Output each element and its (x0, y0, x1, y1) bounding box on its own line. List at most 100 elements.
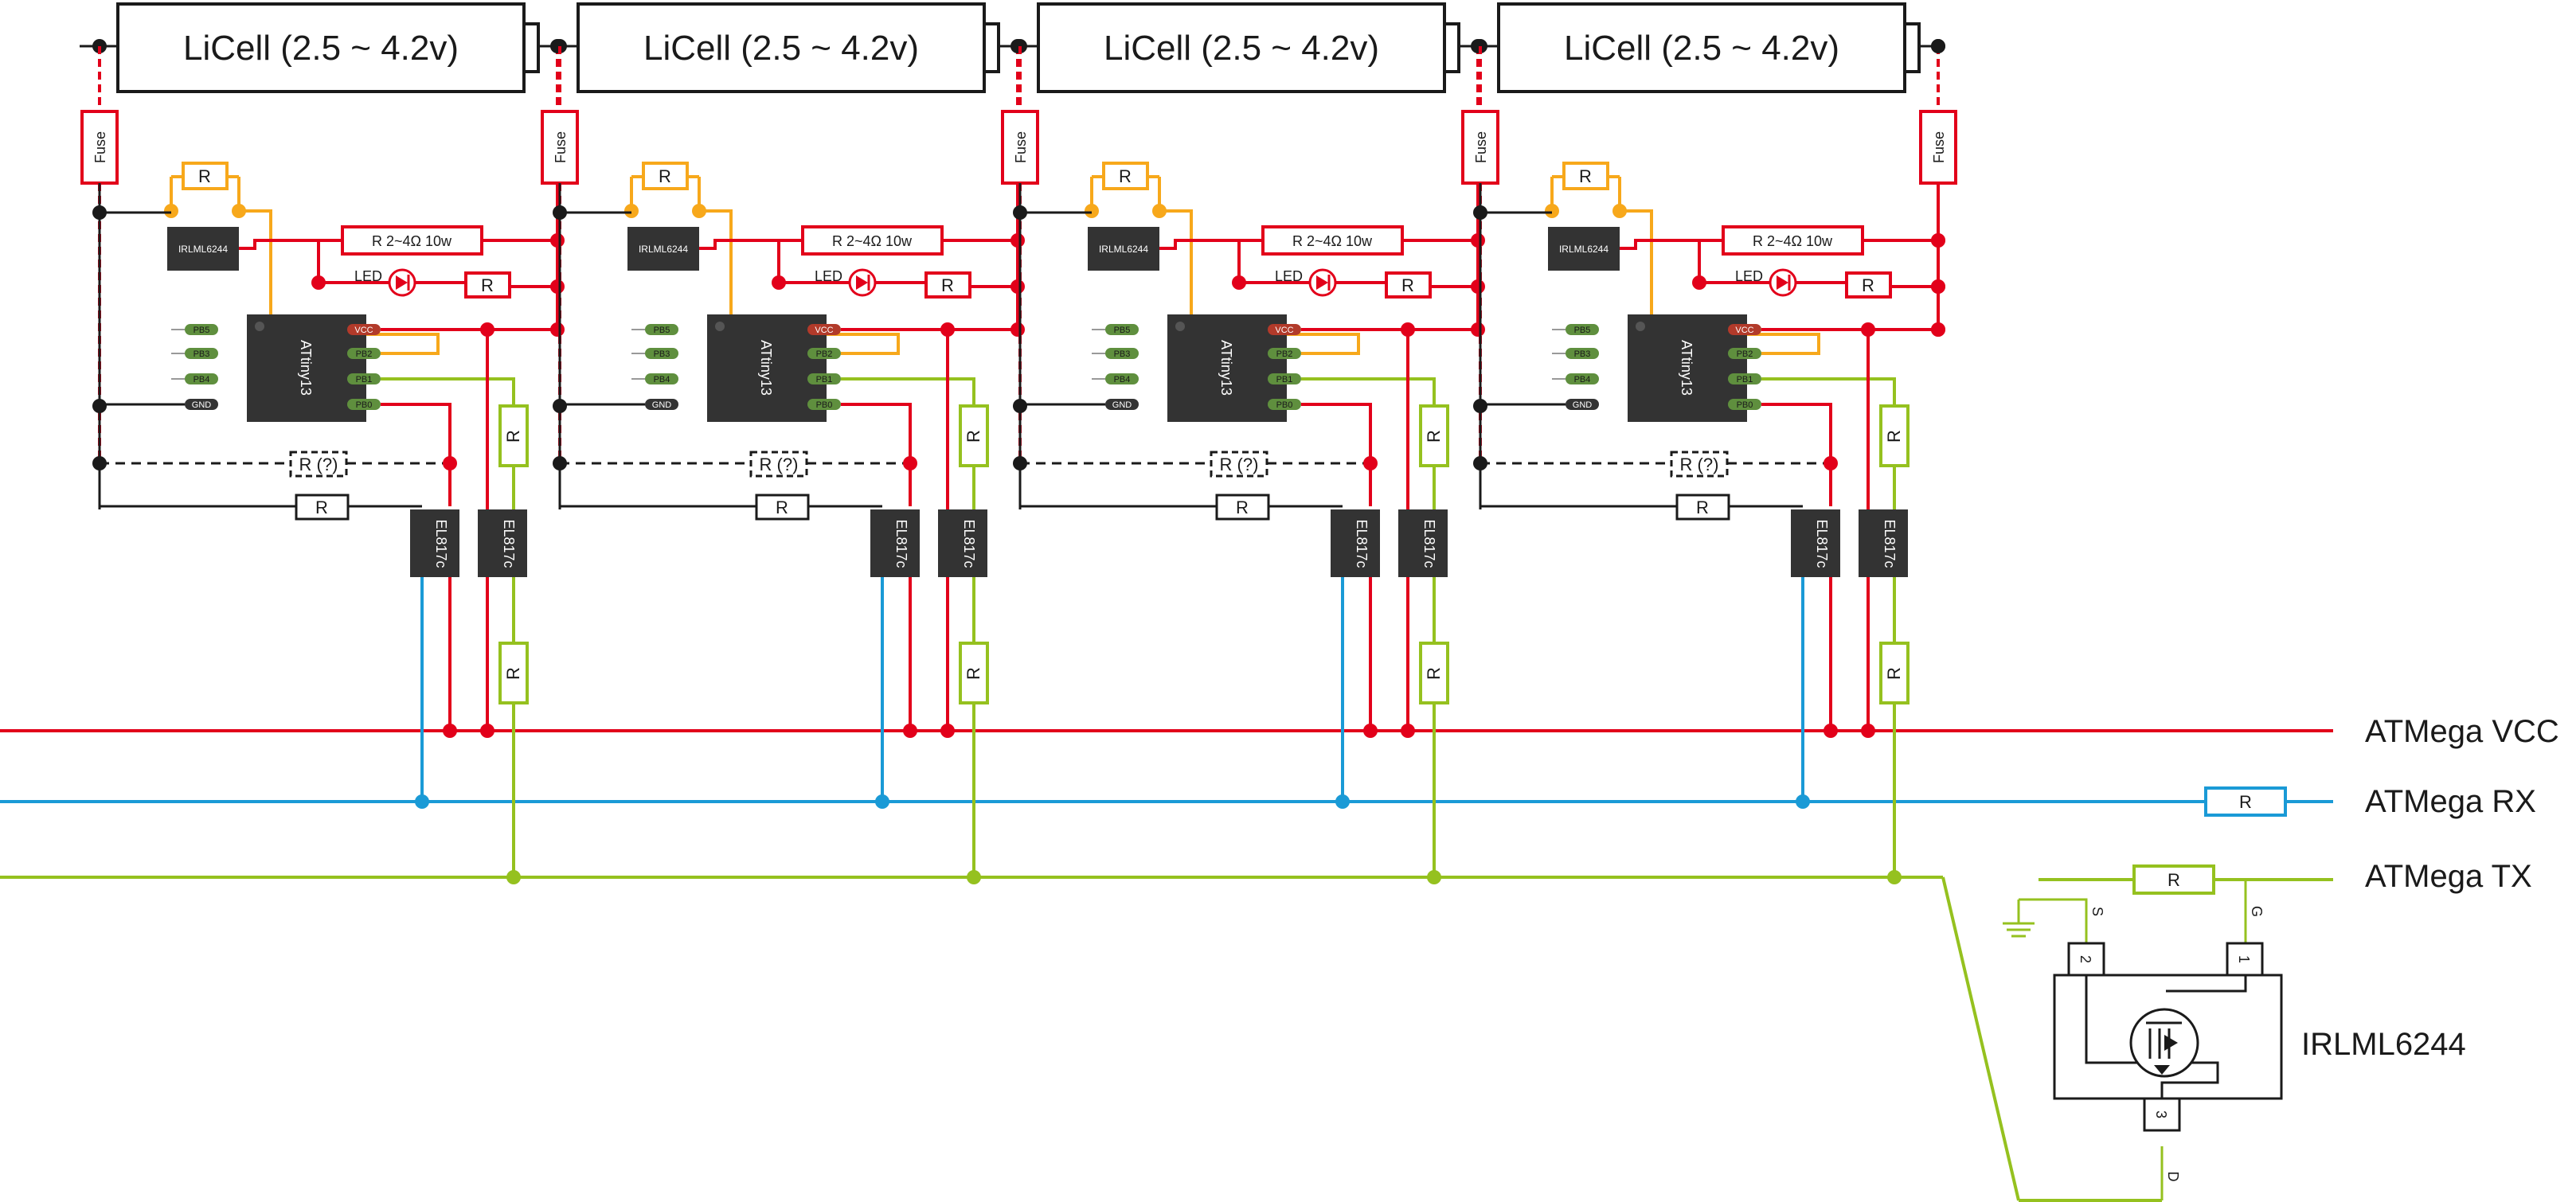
optocoupler-tx-label: EL817c (501, 519, 517, 568)
opto-input-resistor: R (295, 494, 350, 521)
pin-gnd: GND (1112, 400, 1132, 410)
pin-drain-label: D (2165, 1172, 2181, 1182)
fuse-label: Fuse (553, 131, 569, 163)
pin-gnd: GND (652, 400, 672, 410)
pin-pb5: PB5 (1574, 326, 1591, 335)
pin-num-3: 3 (2153, 1110, 2169, 1118)
pin-pb2: PB2 (356, 349, 373, 359)
attiny-left-pins: PB5 PB3 PB4 GND (560, 324, 678, 410)
mosfet-chip: IRLML6244 (627, 227, 699, 271)
led-label: LED (354, 268, 382, 284)
mosfet-chip: IRLML6244 (1088, 227, 1159, 271)
pin-pb5: PB5 (654, 326, 670, 335)
led-resistor: R (1385, 271, 1432, 299)
pin-pb0: PB0 (356, 400, 373, 410)
cell-label: LiCell (2.5 ~ 4.2v) (1564, 29, 1839, 68)
pin-pb3: PB3 (1574, 349, 1591, 359)
cell-stage-1: LiCell (2.5 ~ 4.2v) Fuse R IRLML6 (80, 2, 565, 884)
tx-pullup-resistor: R (498, 404, 529, 467)
led: LED (779, 268, 926, 297)
bus-label-rx: ATMega RX (2365, 784, 2536, 819)
opto-input-resistor-label: R (776, 498, 788, 517)
attiny-right-pins: VCC PB2 PB1 PB0 (1268, 324, 1301, 410)
attiny-chip: ATtiny13 (1628, 314, 1747, 422)
optocoupler-tx-label: EL817c (1882, 519, 1898, 568)
fuse-label: Fuse (1473, 131, 1489, 163)
bus-label-tx: ATMega TX (2365, 859, 2532, 894)
optocoupler-rx: EL817c (1331, 509, 1380, 577)
mosfet-detail: S G D 2 1 3 IRLML6244 (2003, 880, 2466, 1200)
power-resistor-label: R 2~4Ω 10w (1292, 233, 1373, 249)
led: LED (319, 268, 466, 297)
tx-output-resistor: R (1419, 642, 1449, 704)
power-resistor-label: R 2~4Ω 10w (372, 233, 452, 249)
pin-pb2: PB2 (1737, 349, 1753, 359)
pin-pb5: PB5 (1114, 326, 1131, 335)
pin-pb3: PB3 (1114, 349, 1131, 359)
tx-pullup-label: R (964, 430, 983, 443)
attiny-left-pins: PB5 PB3 PB4 GND (1480, 324, 1599, 410)
led-label: LED (1275, 268, 1303, 284)
led-resistor-label: R (481, 275, 494, 295)
pin-num-1: 1 (2236, 955, 2252, 963)
bus-label-vcc: ATMega VCC (2365, 714, 2559, 749)
power-resistor-label: R 2~4Ω 10w (1753, 233, 1833, 249)
final-fuse-label: Fuse (1931, 131, 1947, 163)
gate-resistor-label: R (198, 166, 211, 186)
fuse: Fuse (541, 110, 579, 185)
optocoupler-tx-label: EL817c (1421, 519, 1437, 568)
tx-output-resistor-label: R (1424, 667, 1444, 680)
attiny-chip: ATtiny13 (707, 314, 827, 422)
tx-output-resistor-label: R (1884, 667, 1904, 680)
pin-pb4: PB4 (1114, 375, 1131, 384)
optional-resistor: R (?) (289, 451, 348, 478)
optional-resistor-label: R (?) (1220, 455, 1259, 474)
battery-cell: LiCell (2.5 ~ 4.2v) (577, 2, 1000, 93)
power-resistor: R 2~4Ω 10w (1261, 225, 1404, 256)
pin-gnd: GND (1573, 400, 1593, 410)
pin-pb3: PB3 (654, 349, 670, 359)
tx-pullup-resistor: R (1419, 404, 1449, 467)
tx-gate-resistor: R (2132, 864, 2215, 895)
optocoupler-tx-label: EL817c (961, 519, 977, 568)
optional-resistor: R (?) (1210, 451, 1268, 478)
pin-pb1: PB1 (1737, 375, 1753, 384)
pin-source-label: S (2089, 907, 2105, 916)
led-resistor: R (924, 271, 971, 299)
battery-cell: LiCell (2.5 ~ 4.2v) (1037, 2, 1460, 93)
fuse: Fuse (1461, 110, 1499, 185)
optocoupler-rx-label: EL817c (433, 519, 449, 568)
cell-stage-4: LiCell (2.5 ~ 4.2v) Fuse R IRLML6 (1460, 2, 1945, 884)
optocoupler-rx-label: EL817c (893, 519, 909, 568)
optocoupler-tx: EL817c (1859, 509, 1908, 577)
mosfet-chip-label: IRLML6244 (639, 244, 688, 255)
optocoupler-tx: EL817c (478, 509, 527, 577)
optional-resistor: R (?) (749, 451, 808, 478)
pin-vcc: VCC (1735, 326, 1753, 335)
pin-pb3: PB3 (193, 349, 210, 359)
tx-pullup-label: R (1884, 430, 1904, 443)
opto-input-resistor-label: R (315, 498, 328, 517)
attiny-chip: ATtiny13 (1167, 314, 1287, 422)
optocoupler-rx: EL817c (1791, 509, 1840, 577)
attiny-right-pins: VCC PB2 PB1 PB0 (807, 324, 841, 410)
tx-pullup-resistor: R (1879, 404, 1910, 467)
tx-resistor-label: R (2168, 870, 2180, 890)
pin-pb1: PB1 (356, 375, 373, 384)
tx-pullup-label: R (503, 430, 523, 443)
opto-input-resistor-label: R (1236, 498, 1249, 517)
led-resistor: R (464, 271, 511, 299)
cell-label: LiCell (2.5 ~ 4.2v) (643, 29, 919, 68)
tx-output-resistor-label: R (964, 667, 983, 680)
attiny-label: ATtiny13 (758, 340, 774, 396)
gate-resistor-label: R (659, 166, 671, 186)
pin-pb0: PB0 (816, 400, 833, 410)
cell-stage-3: LiCell (2.5 ~ 4.2v) Fuse R IRLML6 (1000, 2, 1485, 884)
pin-pb4: PB4 (654, 375, 670, 384)
led-resistor: R (1845, 271, 1892, 299)
optocoupler-rx: EL817c (410, 509, 459, 577)
tx-output-resistor-label: R (503, 667, 523, 680)
gate-resistor-label: R (1119, 166, 1132, 186)
pin-pb2: PB2 (1276, 349, 1293, 359)
